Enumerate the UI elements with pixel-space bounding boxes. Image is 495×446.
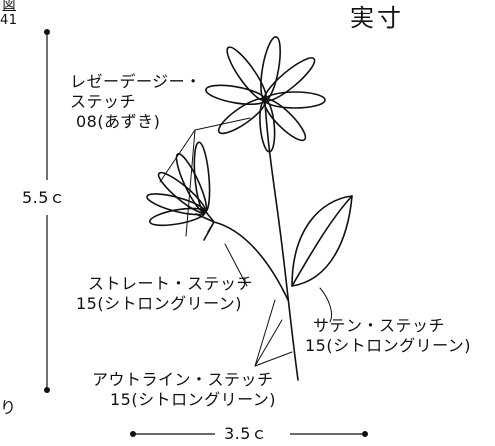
leaf [291,195,353,287]
calyx-stitches [195,211,215,241]
label-lazy-daisy: レゼーデージー・ ステッチ 08(あずき) [70,72,202,132]
dim-dot [130,431,136,437]
edge-character: り [0,398,17,417]
petal [175,153,208,213]
label-lazy-daisy-line2: ステッチ [70,92,137,111]
label-lazy-daisy-line1: レゼーデージー・ [70,72,202,91]
leader-satin [319,287,333,323]
label-outline-stitch: アウトライン・ステッチ 15(シトロングリーン) [92,370,276,410]
label-lazy-daisy-line3: 08(あずき) [76,112,161,131]
label-outline-line2: 15(シトロングリーン) [110,390,277,409]
label-straight-line1: ストレート・ステッチ [88,274,254,293]
figure-number-line2: 41 [0,13,18,28]
label-straight-line2: 15(シトロングリーン) [76,294,243,313]
petal [260,36,281,101]
label-straight-stitch: ストレート・ステッチ 15(シトロングリーン) [76,274,253,314]
leader-outline [254,299,293,367]
side-stem [213,221,289,301]
leader-straight [224,243,248,287]
figure-number: 図 41 [0,0,18,28]
label-satin-line2: 15(シトロングリーン) [305,336,472,355]
figure-number-line1: 図 [2,0,16,13]
upper-flower [205,36,326,153]
dim-dot [44,29,50,35]
main-stem [264,101,299,381]
petal [226,46,267,102]
leaf-vein [291,195,353,287]
lower-flower [146,141,211,227]
label-satin-stitch: サテン・ステッチ 15(シトロングリーン) [305,316,471,356]
dim-dot [44,387,50,393]
dimension-height: 5.5ｃ [22,188,66,207]
label-outline-line1: アウトライン・ステッチ [92,370,274,389]
dim-dot [362,431,368,437]
petal [149,207,206,227]
leader-lazy-daisy [159,117,251,237]
dimension-width: 3.5ｃ [224,424,268,443]
page-title: 実寸 [350,4,404,32]
label-satin-line1: サテン・ステッチ [313,316,446,335]
petal [205,84,266,106]
